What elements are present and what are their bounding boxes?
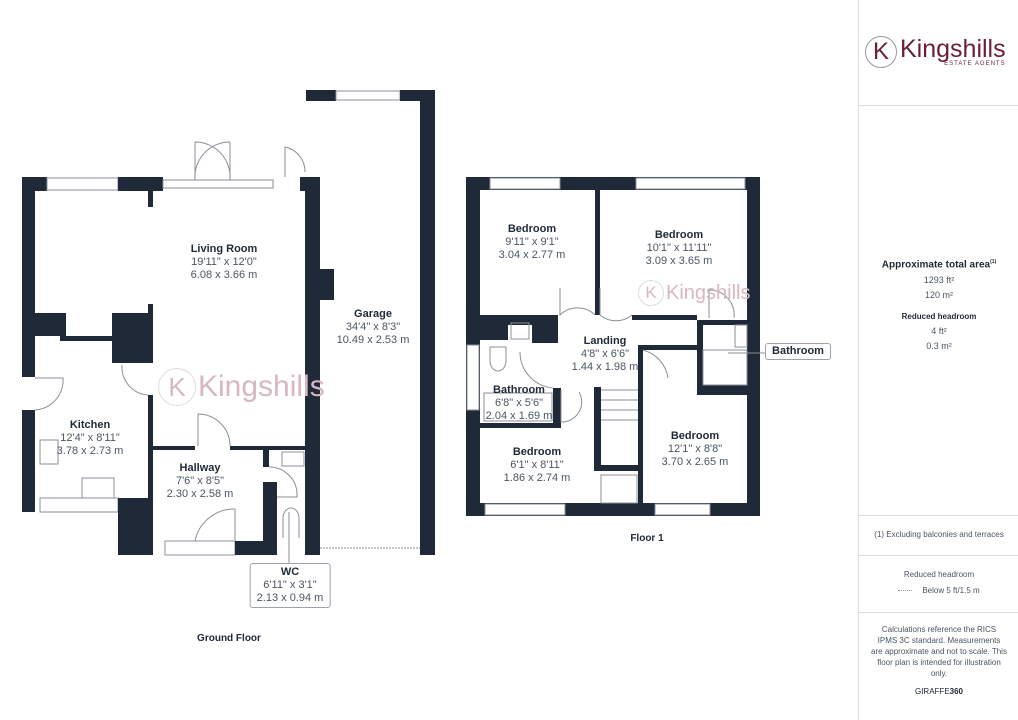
footnote: (1) Excluding balconies and terraces xyxy=(874,530,1004,539)
room-bathroom-2: Bathroom xyxy=(765,343,831,360)
disclaimer: Calculations reference the RICS IPMS 3C … xyxy=(871,625,1007,678)
giraffe360-credit: GIRAFFE360 xyxy=(914,687,964,696)
area-summary: Approximate total area(1) 1293 ft² 120 m… xyxy=(881,259,997,352)
floor-1-title: Floor 1 xyxy=(630,533,664,544)
legend: Reduced headroom Below 5 ft/1.5 m xyxy=(859,568,1018,597)
window xyxy=(46,177,119,191)
ground-floor-title: Ground Floor xyxy=(197,633,261,644)
ground-floor-walls xyxy=(22,90,435,568)
french-doors xyxy=(162,179,274,189)
floor-1-walls xyxy=(466,177,768,516)
